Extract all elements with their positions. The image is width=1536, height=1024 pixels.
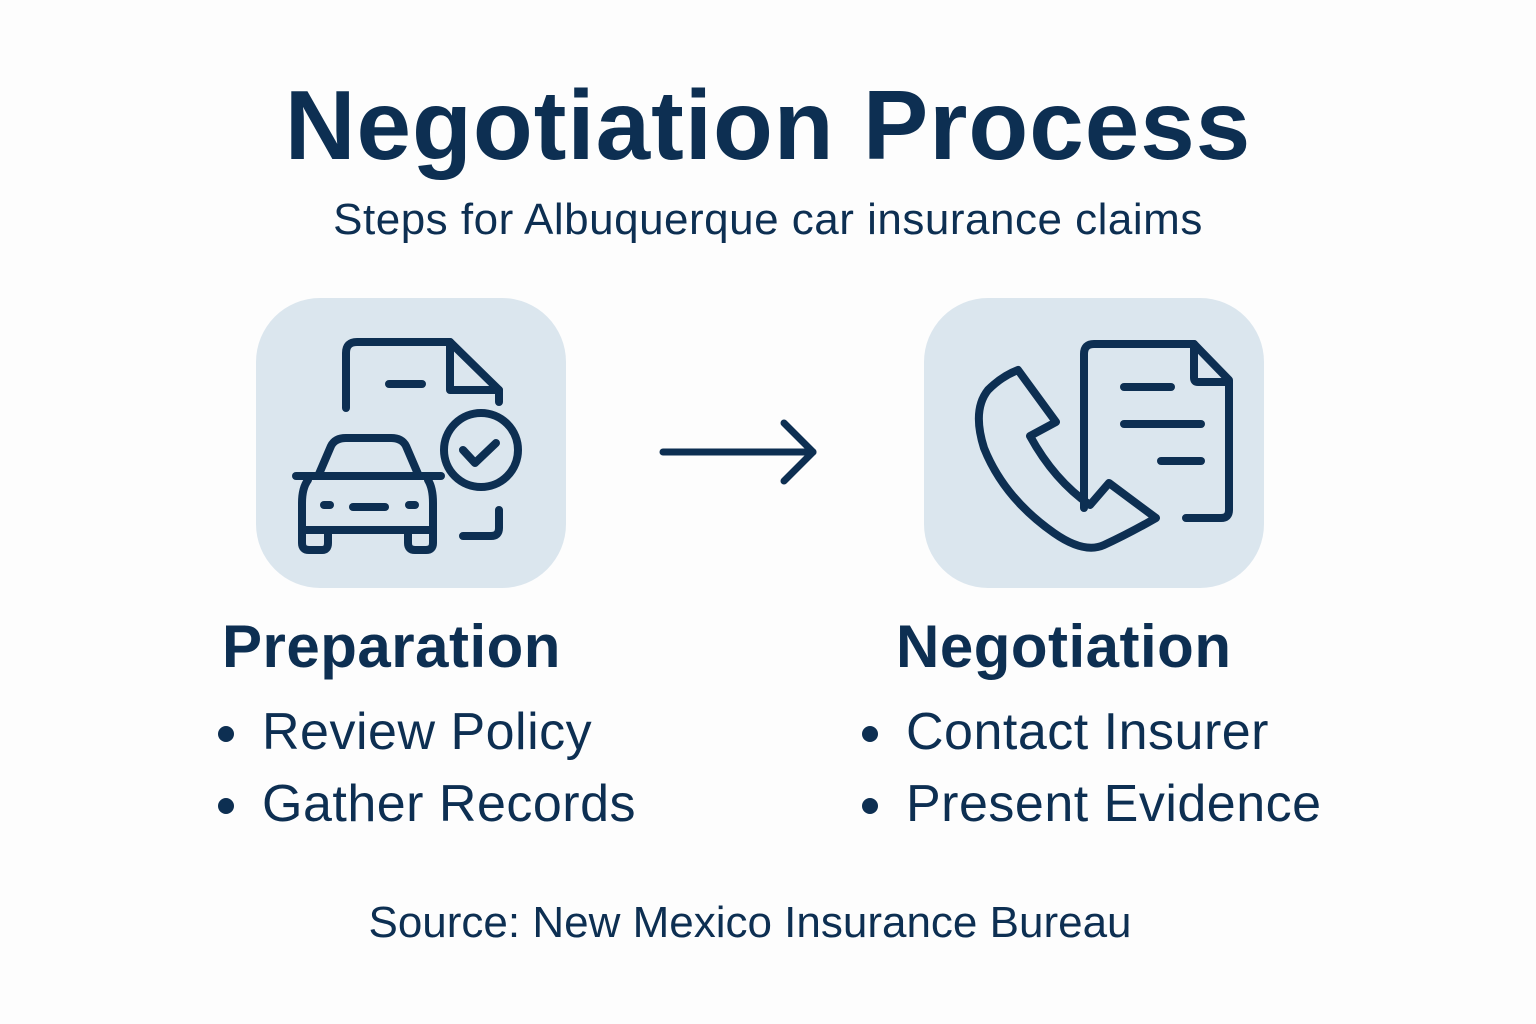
preparation-bullet-list: Review Policy Gather Records [216,696,636,840]
car-document-check-icon [292,338,522,554]
negotiation-icon-tile [924,298,1264,588]
negotiation-bullet-list: Contact Insurer Present Evidence [860,696,1322,840]
step-title-negotiation: Negotiation [896,613,1232,680]
source-text: Source: New Mexico Insurance Bureau [368,898,1132,947]
phone-document-icon [974,340,1233,552]
page-title: Negotiation Process [284,70,1252,180]
list-item: Present Evidence [860,768,1322,840]
list-item: Review Policy [216,696,636,768]
source-footer: Source: New Mexico Insurance Bureau [0,895,1536,951]
preparation-icon-tile [256,298,566,588]
list-item: Contact Insurer [860,696,1322,768]
step-title-preparation: Preparation [222,613,561,680]
page-subtitle: Steps for Albuquerque car insurance clai… [333,195,1203,244]
list-item: Gather Records [216,768,636,840]
arrow-right-icon [659,419,817,485]
